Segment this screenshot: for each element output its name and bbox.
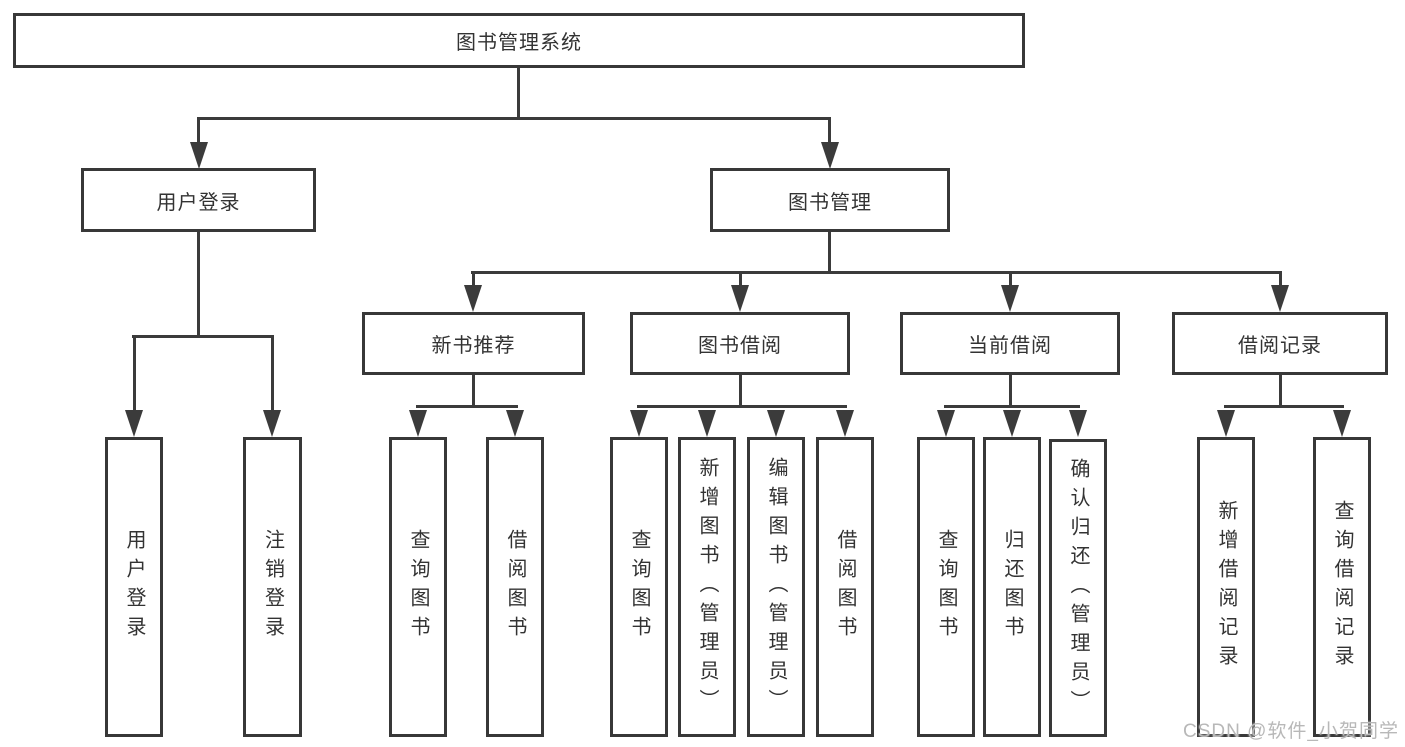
arrow-down-icon	[767, 410, 785, 437]
connector-vertical	[828, 232, 831, 273]
connector-vertical	[517, 66, 520, 119]
connector-vertical	[1279, 375, 1282, 407]
arrow-down-icon	[937, 410, 955, 437]
connector-vertical	[133, 337, 136, 410]
leaf-borrow-books: 借阅图书	[816, 437, 874, 737]
leaf-logout: 注销登录	[243, 437, 302, 737]
leaf-add-book-admin: 新增图书（管理员）	[678, 437, 736, 737]
connector-vertical	[828, 119, 831, 144]
leaf-query-books: 查询图书	[610, 437, 668, 737]
leaf-query-books: 查询图书	[917, 437, 975, 737]
node-user-login: 用户登录	[81, 168, 316, 232]
arrow-down-icon	[1217, 410, 1235, 437]
node-current-borrowing: 当前借阅	[900, 312, 1120, 375]
connector-vertical	[472, 375, 475, 407]
connector-vertical	[739, 273, 742, 285]
arrow-down-icon	[731, 285, 749, 312]
connector-vertical	[197, 119, 200, 144]
arrow-down-icon	[464, 285, 482, 312]
leaf-confirm-return-admin: 确认归还（管理员）	[1049, 439, 1107, 737]
arrow-down-icon	[125, 410, 143, 437]
node-borrowing-records: 借阅记录	[1172, 312, 1388, 375]
connector-vertical	[472, 273, 475, 285]
connector-horizontal	[197, 117, 831, 120]
arrow-down-icon	[1271, 285, 1289, 312]
arrow-down-icon	[506, 410, 524, 437]
arrow-down-icon	[1333, 410, 1351, 437]
leaf-add-borrow-record: 新增借阅记录	[1197, 437, 1255, 737]
arrow-down-icon	[630, 410, 648, 437]
connector-vertical	[1009, 375, 1012, 407]
arrow-down-icon	[263, 410, 281, 437]
connector-vertical	[1009, 273, 1012, 285]
leaf-return-books: 归还图书	[983, 437, 1041, 737]
leaf-user-login: 用户登录	[105, 437, 163, 737]
arrow-down-icon	[1003, 410, 1021, 437]
arrow-down-icon	[836, 410, 854, 437]
node-book-borrowing: 图书借阅	[630, 312, 850, 375]
connector-vertical	[271, 337, 274, 410]
arrow-down-icon	[190, 142, 208, 169]
leaf-edit-book-admin: 编辑图书（管理员）	[747, 437, 805, 737]
connector-horizontal	[637, 405, 847, 408]
arrow-down-icon	[1069, 410, 1087, 437]
leaf-query-books: 查询图书	[389, 437, 447, 737]
connector-vertical	[197, 232, 200, 337]
node-new-book-recommendation: 新书推荐	[362, 312, 585, 375]
node-book-management: 图书管理	[710, 168, 950, 232]
connector-horizontal	[416, 405, 518, 408]
connector-horizontal	[1224, 405, 1344, 408]
leaf-query-borrow-record: 查询借阅记录	[1313, 437, 1371, 737]
arrow-down-icon	[1001, 285, 1019, 312]
arrow-down-icon	[821, 142, 839, 169]
csdn-watermark: CSDN @软件_小贺同学	[1183, 721, 1399, 742]
leaf-borrow-books: 借阅图书	[486, 437, 544, 737]
connector-vertical	[739, 375, 742, 407]
arrow-down-icon	[698, 410, 716, 437]
arrow-down-icon	[409, 410, 427, 437]
connector-horizontal	[132, 335, 274, 338]
connector-horizontal	[471, 271, 1282, 274]
node-library-management-system: 图书管理系统	[13, 13, 1025, 68]
connector-vertical	[1279, 273, 1282, 285]
connector-horizontal	[944, 405, 1080, 408]
